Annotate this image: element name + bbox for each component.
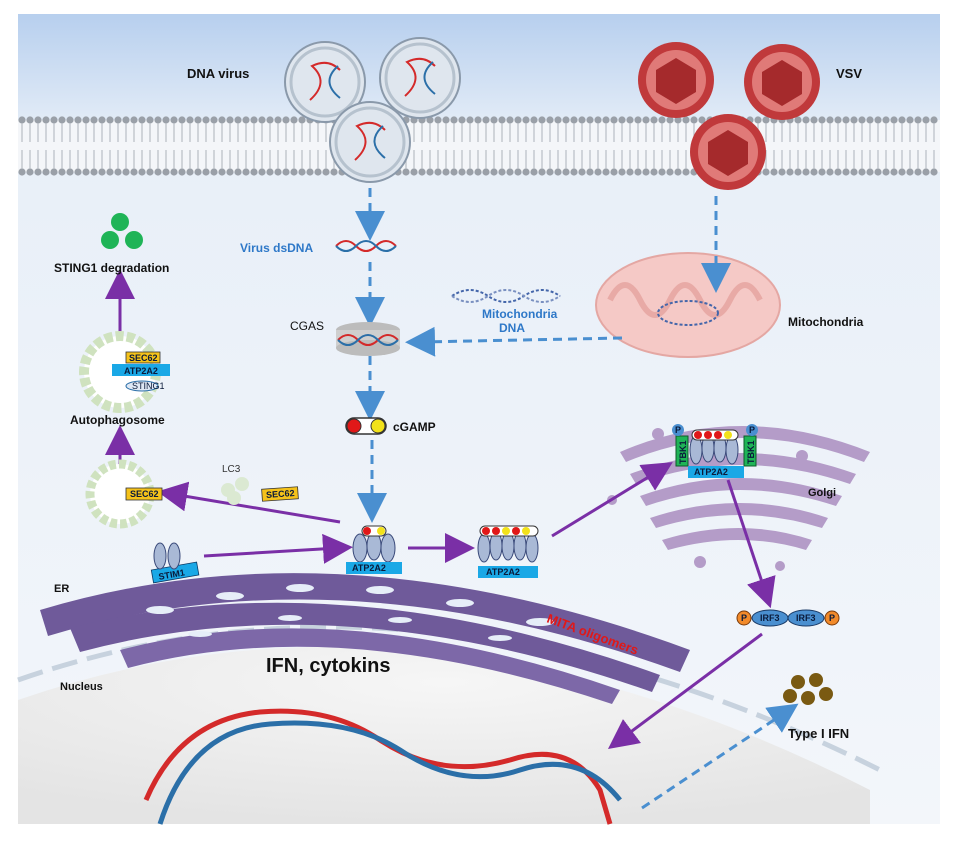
label-type1-ifn: Type I IFN: [788, 726, 849, 741]
nuclear-dna: [143, 708, 622, 825]
purple-arrows: [105, 269, 776, 749]
label-cgas: CGAS: [290, 319, 324, 333]
atp2a2-text: ATP2A2: [486, 567, 520, 577]
dna-virus-particle: [329, 101, 411, 183]
vsv-particle: [744, 44, 820, 120]
atp2a2-text: ATP2A2: [694, 467, 728, 477]
endoplasmic-reticulum: [40, 573, 690, 704]
dna-virus-particle: [284, 41, 366, 123]
tbk1-right: [743, 435, 757, 467]
mitochondria-dna-icon: [451, 289, 561, 303]
sting1-dimer: [346, 525, 402, 574]
nucleus-body: [18, 647, 870, 824]
atp2a2-text: ATP2A2: [352, 563, 386, 573]
irf3-text: IRF3: [796, 613, 816, 623]
lc3-particles: [221, 477, 249, 505]
autophagosome: [79, 331, 170, 413]
label-autophagosome: Autophagosome: [70, 413, 165, 427]
label-mitochondria: Mitochondria: [788, 315, 864, 329]
mitochondrion: [595, 252, 781, 358]
type1-ifn-molecules: [783, 673, 833, 705]
irf3-dimer: [736, 609, 840, 627]
label-mito-dna-line1: Mitochondria: [482, 307, 558, 321]
arrow-mitodna-to-cgas: [405, 326, 623, 357]
dna-virus-group: [284, 37, 461, 183]
sting1-oligomer: [477, 525, 539, 578]
label-cgamp: cGAMP: [393, 420, 436, 434]
er-vesicle: [85, 459, 163, 529]
label-dna-virus: DNA virus: [187, 66, 249, 81]
label-virus-dsdna: Virus dsDNA: [240, 241, 313, 255]
atp2a2-tag: [688, 466, 744, 478]
label-sting1-degradation: STING1 degradation: [54, 261, 169, 275]
sec62-tag: [125, 487, 163, 501]
free-sec62-tag: [261, 486, 299, 502]
arrow-golgi-to-irf3: [726, 479, 776, 609]
dna-virus-particle: [379, 37, 461, 119]
label-golgi: Golgi: [808, 487, 836, 499]
sec62-text: SEC62: [130, 489, 159, 499]
sting1-text: STING1: [132, 381, 165, 391]
label-vsv: VSV: [836, 66, 862, 81]
vsv-particle: [638, 42, 714, 118]
atp2a2-text: ATP2A2: [124, 366, 158, 376]
label-er: ER: [54, 583, 69, 595]
atp2a2-tag: [346, 562, 402, 574]
phospho-text: P: [741, 613, 747, 623]
arrow-irf3-to-nucleus: [607, 632, 763, 749]
label-lc3: LC3: [222, 464, 241, 475]
cgas-protein: [336, 322, 400, 356]
vsv-particle: [690, 114, 766, 190]
label-nucleus: Nucleus: [60, 681, 103, 693]
degradation-products: [101, 213, 143, 249]
atp2a2-tag: [478, 566, 538, 578]
sec62-text: SEC62: [129, 353, 158, 363]
phospho-text: P: [829, 613, 835, 623]
irf3-text: IRF3: [760, 613, 780, 623]
atp2a2-tag: [112, 364, 170, 376]
virus-dsdna-icon: [335, 240, 397, 252]
stim1-text: STIM1: [158, 567, 186, 581]
arrow-sting-to-vesicle: [157, 481, 341, 524]
sec62-text: SEC62: [266, 488, 295, 500]
vsv-group: [638, 42, 820, 190]
sting1-tag: [125, 380, 159, 392]
sec62-tag: [125, 351, 161, 364]
stim1-complex: [150, 542, 200, 584]
arrow-stim1-to-sting: [203, 533, 353, 564]
arrow-oligomer-to-golgi: [551, 462, 673, 538]
phospho-text: P: [675, 425, 681, 435]
tbk1-text: TBK1: [678, 440, 688, 464]
golgi-signaling-complex: [672, 424, 758, 478]
phospho-text: P: [749, 425, 755, 435]
blue-arrows: [355, 188, 799, 810]
cgamp-molecule: [345, 417, 387, 435]
tbk1-text: TBK1: [746, 440, 756, 464]
plasma-membrane: [18, 116, 940, 176]
label-ifn-cytokins: IFN, cytokins: [266, 655, 390, 677]
label-mito-dna-line2: DNA: [499, 321, 525, 335]
tbk1-left: [675, 435, 689, 467]
